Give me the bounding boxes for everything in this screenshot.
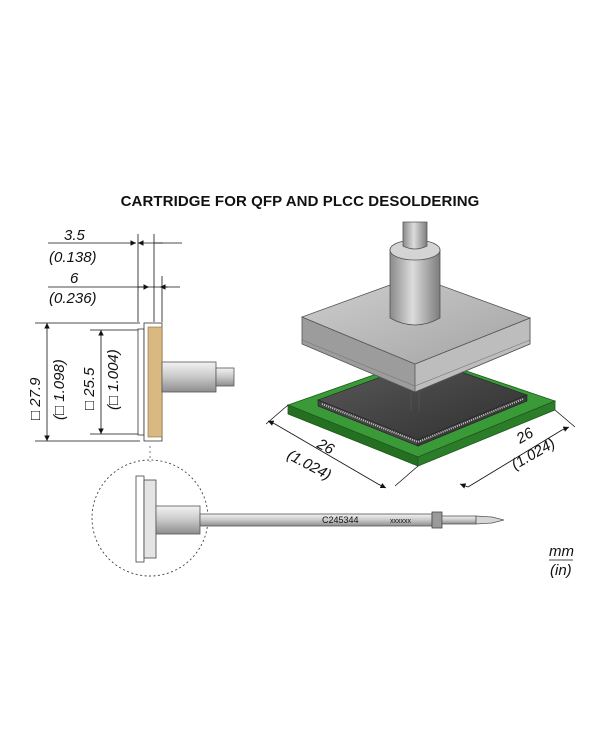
qfp-chip (317, 359, 528, 447)
side-view: 3.5 (0.138) 6 (0.236) □ 27.9 (□ 1.098) □… (27, 227, 235, 462)
thickness-mm-label: 3.5 (64, 227, 86, 244)
length-dimensions (265, 404, 576, 489)
outer-size-mm-label: □ 27.9 (27, 377, 44, 420)
length-left-mm-label: 26 (313, 435, 337, 459)
flange-mm-label: 6 (70, 270, 79, 287)
units-legend: mm (in) (549, 543, 574, 579)
serial-number: xxxxxx (390, 518, 412, 525)
thickness-in-label: (0.138) (49, 249, 97, 266)
thickness-dimension (48, 234, 182, 322)
unit-primary: mm (549, 543, 574, 560)
unit-secondary: (in) (550, 562, 572, 579)
outer-size-in-label: (□ 1.098) (51, 359, 68, 420)
flange-in-label: (0.236) (49, 290, 97, 307)
inner-size-mm-label: □ 25.5 (81, 367, 98, 410)
isometric-view: 26 (1.024) 26 (1.024) (265, 221, 576, 489)
part-number: C245344 (322, 515, 359, 525)
length-right-mm-label: 26 (513, 424, 537, 448)
inner-size-in-label: (□ 1.004) (105, 349, 122, 410)
size-dimensions (35, 322, 140, 442)
tip-side-profile (137, 322, 235, 442)
cartridge-detail: C245344 xxxxxx (91, 459, 505, 577)
desoldering-tip (300, 221, 532, 410)
page-title: CARTRIDGE FOR QFP AND PLCC DESOLDERING (120, 193, 480, 210)
